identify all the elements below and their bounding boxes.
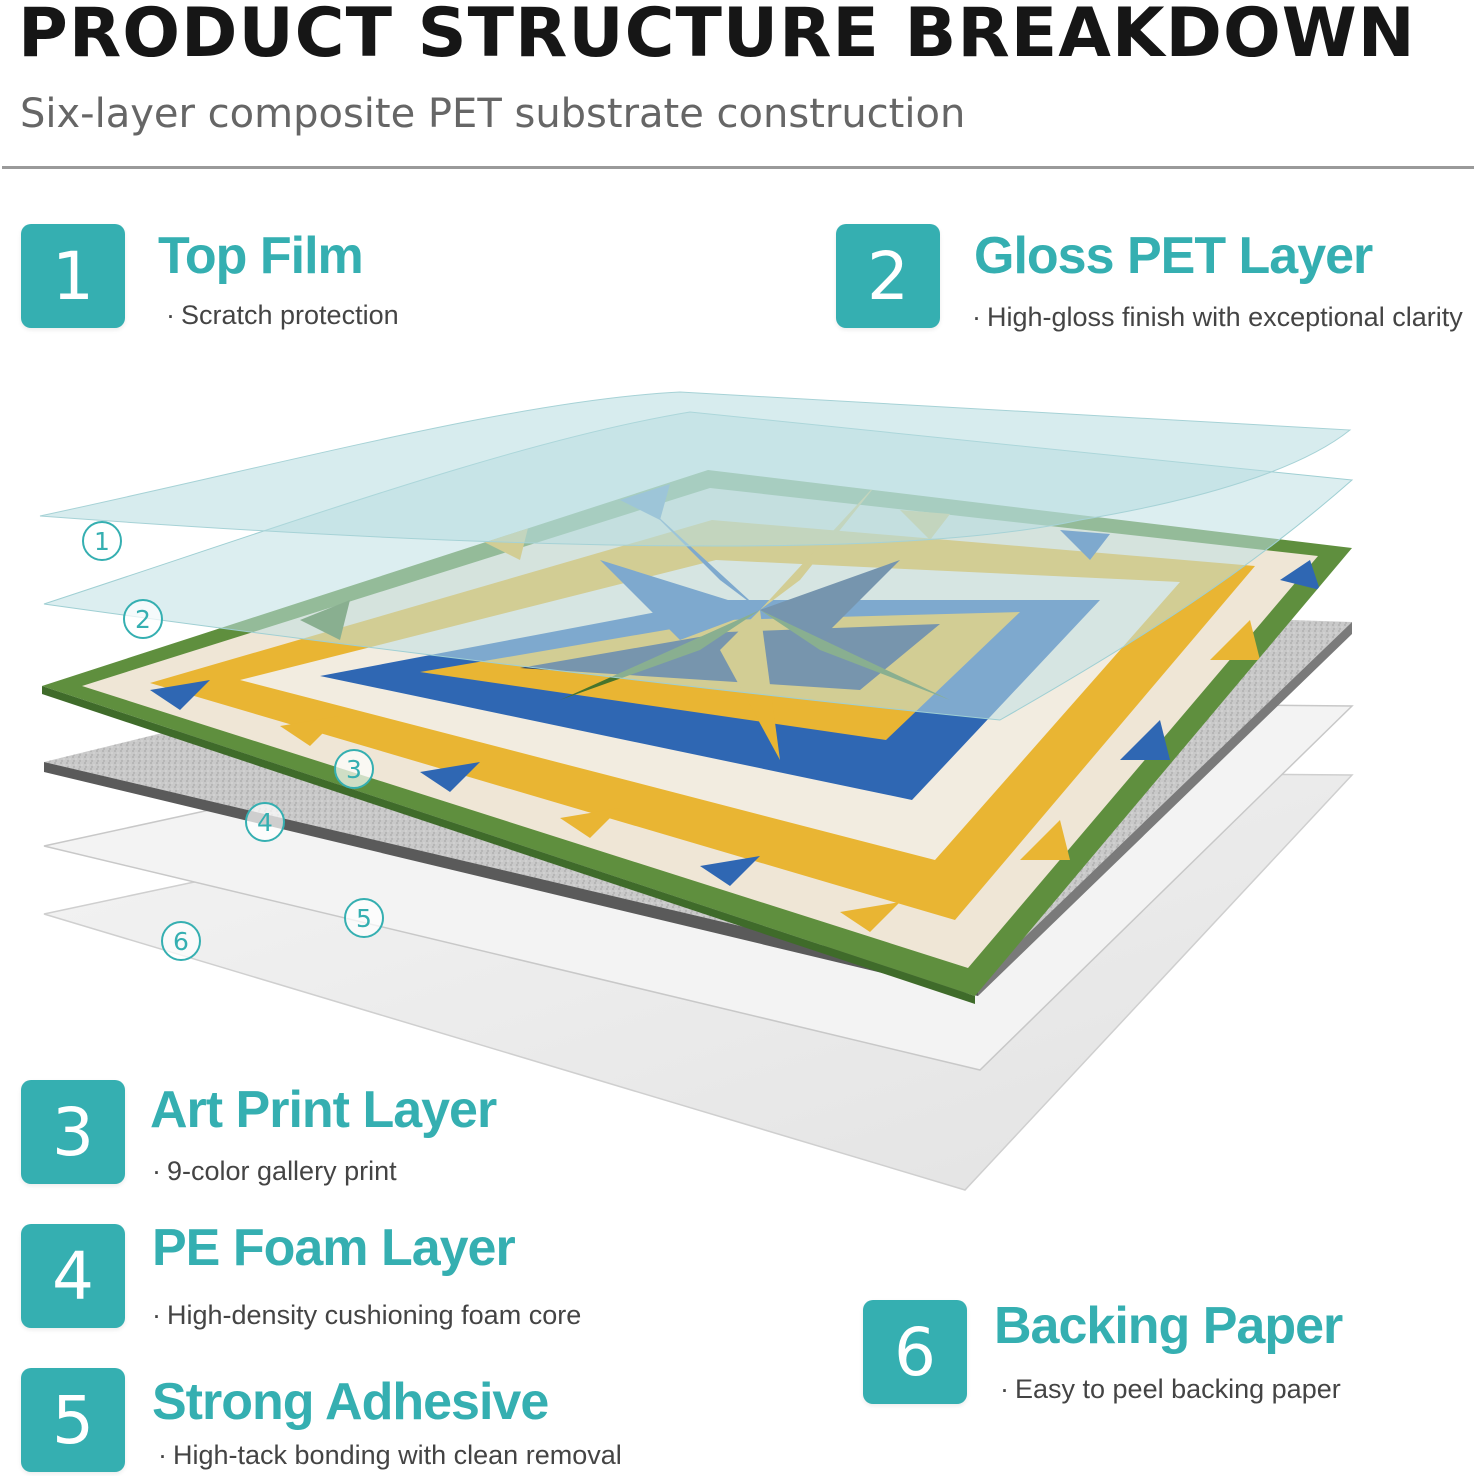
marker-6-label: 6 [173,927,189,956]
layer-5-title: Strong Adhesive [152,1373,549,1431]
layer-4-title: PE Foam Layer [152,1219,516,1277]
marker-1: 1 [82,521,122,561]
marker-4: 4 [245,802,285,842]
layer-2-title: Gloss PET Layer [974,227,1373,285]
layer-3-title: Art Print Layer [150,1081,497,1139]
layer-6-badge: 6 [863,1300,967,1404]
layer-1-title: Top Film [158,227,364,285]
marker-3-label: 3 [346,755,362,784]
layer-1-badge: 1 [21,224,125,328]
marker-5: 5 [344,898,384,938]
marker-5-label: 5 [356,904,372,933]
layer-6-description: ·Easy to peel backing paper [1000,1374,1341,1404]
marker-2: 2 [123,599,163,639]
layer-4-description: ·High-density cushioning foam core [152,1300,582,1330]
marker-6: 6 [161,921,201,961]
layer-3-description: ·9-color gallery print [152,1156,397,1186]
top-film-sheet [39,391,1352,547]
layer-1-description: ·Scratch protection [166,300,399,330]
page-subtitle: Six-layer composite PET substrate constr… [20,91,966,137]
header-divider [2,166,1474,169]
layer-2-badge: 2 [836,224,940,328]
marker-4-label: 4 [257,808,273,837]
marker-1-label: 1 [94,527,110,556]
layer-3-badge: 3 [21,1080,125,1184]
layer-2-description: ·High-gloss finish with exceptional clar… [972,302,1463,332]
page-title: PRODUCT STRUCTURE BREAKDOWN [18,0,1416,73]
layer-6-title: Backing Paper [994,1297,1343,1355]
layer-5-badge: 5 [21,1368,125,1472]
marker-2-label: 2 [135,605,151,634]
layer-4-badge: 4 [21,1224,125,1328]
marker-3: 3 [334,749,374,789]
layer-5-description: ·High-tack bonding with clean removal [158,1440,622,1470]
